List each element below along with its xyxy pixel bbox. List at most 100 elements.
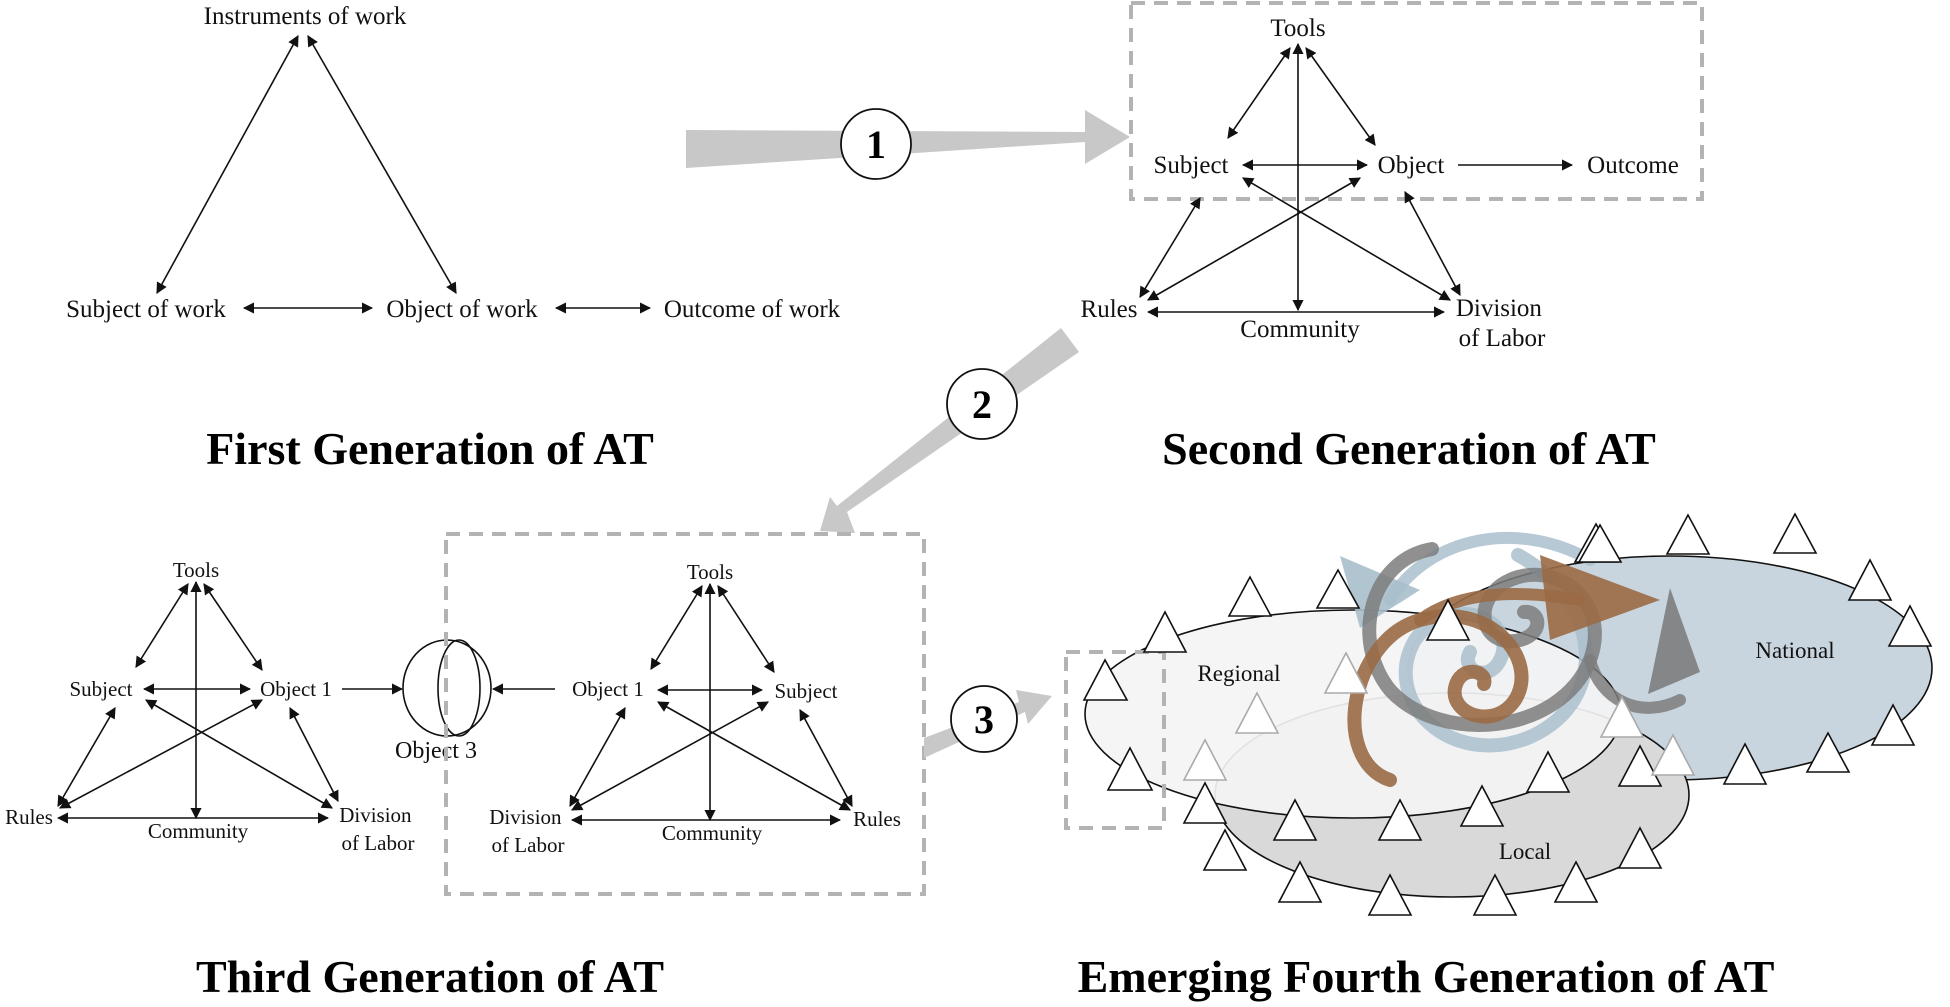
outcome-label: Outcome of work bbox=[664, 296, 841, 323]
step-2-circle bbox=[946, 368, 1018, 440]
step-2: 2 bbox=[820, 328, 1079, 533]
shared-object-3: Object 3 bbox=[395, 639, 492, 764]
step-1: 1 bbox=[686, 108, 1130, 180]
step-3: 3 bbox=[924, 685, 1052, 758]
triangle-marker bbox=[1617, 826, 1663, 869]
third-generation: Tools Subject Object 1 Rules Community D… bbox=[5, 532, 926, 1002]
rules-label: Rules bbox=[5, 805, 53, 829]
edge-tools-object bbox=[650, 585, 703, 670]
rules-label: Rules bbox=[1081, 296, 1138, 323]
triangle-marker bbox=[1847, 558, 1893, 601]
step-3-number: 3 bbox=[974, 697, 994, 742]
community-label: Community bbox=[148, 819, 249, 843]
edge-subject-rules bbox=[1139, 197, 1201, 298]
spirals bbox=[1340, 531, 1700, 787]
tools-label: Tools bbox=[173, 558, 219, 582]
national-label: National bbox=[1755, 638, 1834, 663]
triangle-marker bbox=[1272, 798, 1318, 841]
triangle-marker bbox=[1367, 873, 1413, 916]
gray-spiral-head bbox=[1648, 588, 1700, 694]
local-label: Local bbox=[1499, 839, 1551, 864]
outcome-label: Outcome bbox=[1587, 152, 1679, 179]
step-1-circle bbox=[840, 108, 912, 180]
gen2-title: Second Generation of AT bbox=[1162, 423, 1656, 474]
triangle-marker bbox=[1887, 604, 1933, 647]
triangle-marker bbox=[1805, 731, 1851, 773]
division-label: Division of Labor bbox=[1456, 295, 1548, 352]
edge-tools-subject bbox=[1227, 47, 1291, 139]
triangle-marker bbox=[1459, 784, 1505, 827]
faint-triangle-marker bbox=[1182, 738, 1228, 781]
brown-spiral-head bbox=[1540, 555, 1660, 640]
edge-instruments-object bbox=[307, 35, 457, 294]
faint-triangle-marker bbox=[1650, 733, 1696, 776]
division-label: Division of Labor bbox=[339, 803, 417, 855]
blue-spiral-arc bbox=[1384, 531, 1596, 606]
object-label: Object 1 bbox=[260, 677, 332, 701]
edge-tools-subject bbox=[717, 585, 775, 673]
step-1-number: 1 bbox=[866, 122, 886, 167]
community-label: Community bbox=[1240, 316, 1360, 343]
object-1-right-ellipse bbox=[437, 639, 481, 737]
step-2-arrow bbox=[820, 328, 1079, 533]
gen2-focus-box bbox=[1129, 1, 1704, 201]
triangle-marker bbox=[1082, 658, 1129, 701]
gen4-focus-box bbox=[1064, 650, 1166, 830]
gen3-focus-box bbox=[444, 532, 926, 896]
triangle-marker bbox=[1315, 568, 1361, 609]
instruments-label: Instruments of work bbox=[204, 3, 407, 30]
edge-rules-object bbox=[1147, 177, 1361, 301]
brown-spiral bbox=[1347, 609, 1529, 787]
gen1-title: First Generation of AT bbox=[206, 423, 654, 474]
object-label: Object of work bbox=[386, 296, 538, 323]
edge-object-rules bbox=[657, 701, 851, 811]
edge-subject-rules bbox=[799, 709, 853, 807]
community-label: Community bbox=[662, 821, 763, 845]
object-3-label: Object 3 bbox=[395, 738, 477, 764]
tools-label: Tools bbox=[687, 560, 733, 584]
edge-tools-object bbox=[1305, 47, 1376, 146]
triangle-marker bbox=[1553, 860, 1599, 903]
object-label: Object 1 bbox=[572, 677, 644, 701]
edge-tools-object bbox=[203, 583, 263, 671]
second-generation: Tools Subject Object Outcome Rules Commu… bbox=[1081, 1, 1704, 474]
triangle-marker bbox=[1106, 746, 1154, 791]
faint-triangle-marker bbox=[1599, 695, 1645, 738]
gen4-title: Emerging Fourth Generation of AT bbox=[1078, 951, 1775, 1002]
left-activity-system: Tools Subject Object 1 Rules Community D… bbox=[5, 558, 417, 855]
subject-label: Subject bbox=[1154, 152, 1229, 179]
triangle-marker bbox=[1525, 750, 1571, 793]
triangle-marker bbox=[1617, 744, 1663, 787]
triangle-marker bbox=[1665, 513, 1711, 555]
tools-label: Tools bbox=[1270, 15, 1325, 42]
faint-triangle-marker bbox=[1234, 691, 1280, 734]
triangle-marker bbox=[1202, 828, 1248, 871]
edge-subject-division bbox=[1242, 177, 1451, 301]
triangle-marker bbox=[1142, 610, 1188, 653]
triangle-marker bbox=[1577, 523, 1623, 563]
fourth-generation: National Regional Local bbox=[1064, 512, 1933, 1002]
edge-instruments-subject bbox=[156, 35, 299, 294]
subject-label: Subject of work bbox=[66, 296, 226, 323]
edge-division-subject bbox=[571, 701, 769, 811]
regional-label: Regional bbox=[1197, 661, 1280, 686]
triangle-marker bbox=[1870, 703, 1916, 746]
subject-label: Subject bbox=[70, 677, 133, 701]
edge-rules-object bbox=[59, 699, 263, 809]
triangle-marker bbox=[1182, 781, 1228, 824]
object-label: Object bbox=[1378, 152, 1445, 179]
gen3-title: Third Generation of AT bbox=[196, 951, 664, 1002]
activity-system-markers bbox=[1082, 512, 1933, 916]
step-3-circle bbox=[950, 685, 1018, 753]
triangle-marker bbox=[1772, 512, 1818, 554]
triangle-marker bbox=[1472, 873, 1518, 916]
edge-object-division bbox=[1404, 191, 1461, 296]
triangle-marker bbox=[1425, 598, 1471, 641]
triangle-marker bbox=[1377, 798, 1423, 841]
edge-subject-rules bbox=[57, 707, 116, 807]
triangle-marker bbox=[1227, 575, 1273, 617]
subject-label: Subject bbox=[775, 679, 838, 703]
right-activity-system: Tools Object 1 Subject Division of Labor… bbox=[489, 560, 901, 857]
edge-tools-subject bbox=[135, 583, 189, 668]
